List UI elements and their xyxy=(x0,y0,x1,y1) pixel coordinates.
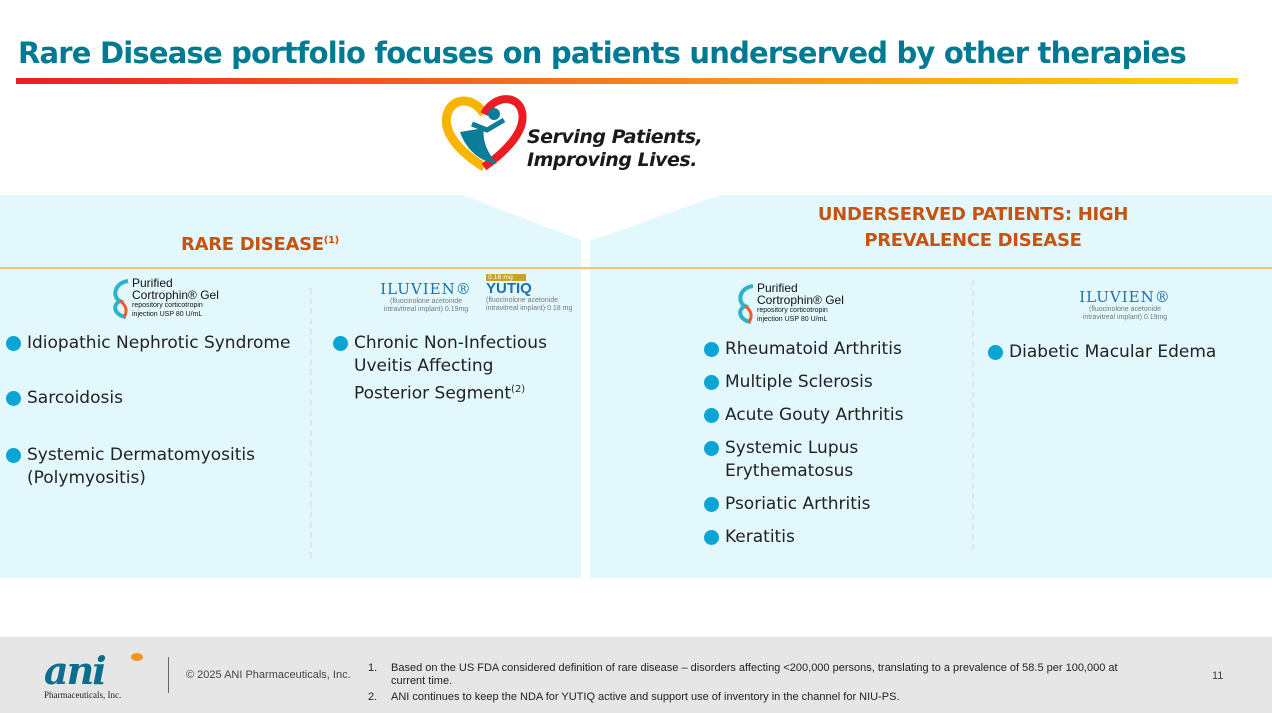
list-item: Acute Gouty Arthritis xyxy=(704,404,924,427)
footnote-number: 2. xyxy=(368,691,378,703)
yutiq-name: YUTIQ xyxy=(486,280,532,297)
bullet-icon xyxy=(6,448,21,463)
item-text: Keratitis xyxy=(725,527,795,547)
brand-line: Purified xyxy=(132,276,173,290)
bullet-icon xyxy=(704,441,719,456)
section-divider xyxy=(0,267,1272,269)
bullet-icon xyxy=(704,497,719,512)
item-text: Rheumatoid Arthritis xyxy=(725,339,902,359)
high-prevalence-panel xyxy=(590,195,1272,578)
tagline: Serving Patients,Improving Lives. xyxy=(527,126,703,172)
header-text: RARE DISEASE xyxy=(181,234,324,255)
bullet-icon xyxy=(6,336,21,351)
list-item: Chronic Non-Infectious Uveitis Affecting… xyxy=(333,332,563,406)
footnote-text: Based on the US FDA considered definitio… xyxy=(391,662,1118,687)
bullet-icon xyxy=(704,342,719,357)
item-text: Systemic Lupus Erythematosus xyxy=(725,438,859,481)
item-text: Diabetic Macular Edema xyxy=(1009,342,1217,362)
item-text: Systemic Dermatomyositis (Polymyositis) xyxy=(27,445,255,488)
bullet-icon xyxy=(704,375,719,390)
heart-logo-icon xyxy=(442,95,527,171)
brand-line: (fluocinolone acetonide xyxy=(390,298,462,305)
copyright: © 2025 ANI Pharmaceuticals, Inc. xyxy=(186,669,351,681)
column-divider xyxy=(972,280,974,550)
footnote-text: ANI continues to keep the NDA for YUTIQ … xyxy=(391,691,900,703)
list-item: Psoriatic Arthritis xyxy=(704,493,924,516)
brand-line: injection USP 80 U/mL xyxy=(757,316,828,323)
brand-line: injection USP 80 U/mL xyxy=(132,311,203,318)
brand-line: Cortrophin® Gel xyxy=(132,288,219,302)
brand-line: repository corticotropin xyxy=(132,302,203,309)
brand-line: intravitreal implant) 0.18 mg xyxy=(486,305,573,312)
brand-line: (fluocinolone acetonide xyxy=(1089,306,1161,313)
brand-line: repository corticotropin xyxy=(757,307,828,314)
footnote-number: 1. xyxy=(368,662,378,674)
column-divider xyxy=(310,288,312,558)
list-item: Keratitis xyxy=(704,526,924,549)
brand-line: Cortrophin® Gel xyxy=(757,293,844,307)
list-item: Systemic Dermatomyositis (Polymyositis) xyxy=(6,444,266,490)
title-gradient-rule xyxy=(16,78,1238,84)
list-item: Rheumatoid Arthritis xyxy=(704,338,924,361)
list-item: Diabetic Macular Edema xyxy=(988,341,1238,364)
iluvien-logo: ILUVIEN® (fluocinolone acetonide intravi… xyxy=(374,280,478,314)
item-text: Chronic Non-Infectious Uveitis Affecting… xyxy=(354,333,547,404)
ani-logo: ani xyxy=(44,648,107,693)
bullet-icon xyxy=(704,408,719,423)
iluvien-name: ILUVIEN® xyxy=(380,280,472,298)
footnote: 2. ANI continues to keep the NDA for YUTI… xyxy=(368,691,1148,704)
item-text: Multiple Sclerosis xyxy=(725,372,873,392)
item-text: Psoriatic Arthritis xyxy=(725,494,871,514)
page-number: 11 xyxy=(1212,670,1224,682)
footnote: 1. Based on the US FDA considered definit… xyxy=(368,662,1148,688)
high-prevalence-header: UNDERSERVED PATIENTS: HIGH PREVALENCE DIS… xyxy=(700,202,1246,254)
bullet-icon xyxy=(333,336,348,351)
footer-divider xyxy=(168,657,169,693)
bullet-icon xyxy=(6,391,21,406)
brand-line: intravitreal implant) 0.19mg xyxy=(383,306,469,313)
cortrophin-c-icon xyxy=(113,279,129,319)
list-item: Sarcoidosis xyxy=(6,387,306,410)
header-line1: UNDERSERVED PATIENTS: HIGH xyxy=(817,204,1129,225)
ani-logo-dot-icon xyxy=(131,653,143,661)
tagline-line1: Serving Patients, xyxy=(527,126,703,148)
page-title: Rare Disease portfolio focuses on patien… xyxy=(18,36,1187,70)
header-line2: PREVALENCE DISEASE xyxy=(864,230,1082,251)
footnote-ref: (2) xyxy=(511,384,526,395)
rare-disease-header: RARE DISEASE(1) xyxy=(0,228,520,258)
list-item: Systemic Lupus Erythematosus xyxy=(704,437,884,483)
brand-line: (fluocinolone acetonide xyxy=(486,297,558,304)
header-footnote: (1) xyxy=(323,235,340,246)
bullet-icon xyxy=(704,530,719,545)
list-item: Multiple Sclerosis xyxy=(704,371,924,394)
bullet-icon xyxy=(988,345,1003,360)
cortrophin-c-icon xyxy=(738,284,754,324)
brand-line: Purified xyxy=(757,281,798,295)
item-text: Acute Gouty Arthritis xyxy=(725,405,904,425)
yutiq-badge: 0.18 mg xyxy=(486,274,526,281)
rare-disease-panel xyxy=(0,195,581,578)
list-item: Idiopathic Nephrotic Syndrome xyxy=(6,332,306,355)
yutiq-logo: 0.18 mg YUTIQ (fluocinolone acetonide in… xyxy=(486,274,572,313)
footnotes: 1. Based on the US FDA considered definit… xyxy=(368,662,1148,707)
brand-line: intravitreal implant) 0.19mg xyxy=(1082,314,1168,321)
ani-logo-subtitle: Pharmaceuticals, Inc. xyxy=(44,690,122,700)
footer xyxy=(0,637,1272,713)
iluvien-name: ILUVIEN® xyxy=(1079,288,1171,306)
item-text: Idiopathic Nephrotic Syndrome xyxy=(27,333,291,353)
panel-backgrounds xyxy=(0,195,1272,578)
iluvien-logo: ILUVIEN® (fluocinolone acetonide intravi… xyxy=(1070,288,1180,322)
item-text: Sarcoidosis xyxy=(27,388,123,408)
tagline-line2: Improving Lives. xyxy=(527,149,697,171)
